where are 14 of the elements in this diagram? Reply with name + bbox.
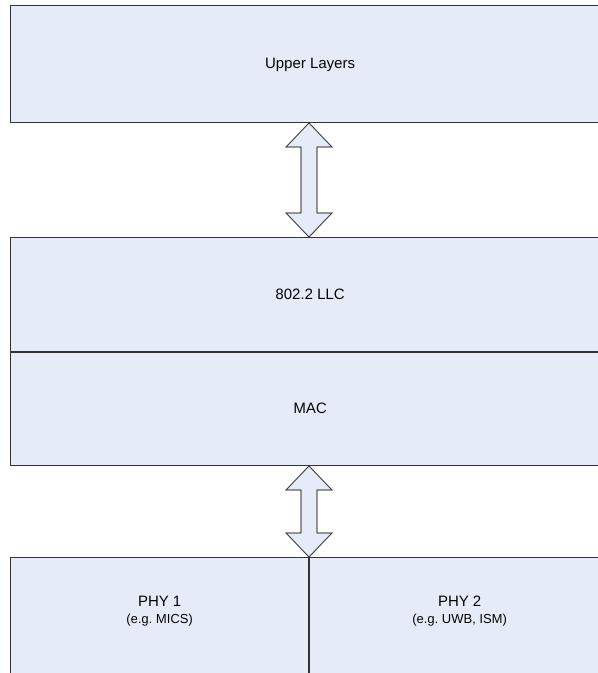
layer-box [10, 352, 598, 466]
layer-label: Upper Layers [264, 55, 356, 73]
layer-label: MAC [293, 400, 327, 418]
layer-example: (e.g. UWB, ISM) [412, 611, 507, 626]
layer-label: 802.2 LLC [275, 286, 345, 304]
layer-label: PHY 2 [438, 593, 482, 611]
layer-box [10, 557, 309, 673]
double-arrow [284, 465, 334, 558]
layer-box [10, 237, 598, 352]
layer-box [309, 557, 598, 673]
layer-box [10, 5, 598, 123]
layer-label: PHY 1 [138, 593, 182, 611]
double-arrow [284, 122, 334, 238]
layer-example: (e.g. MICS) [126, 611, 193, 626]
